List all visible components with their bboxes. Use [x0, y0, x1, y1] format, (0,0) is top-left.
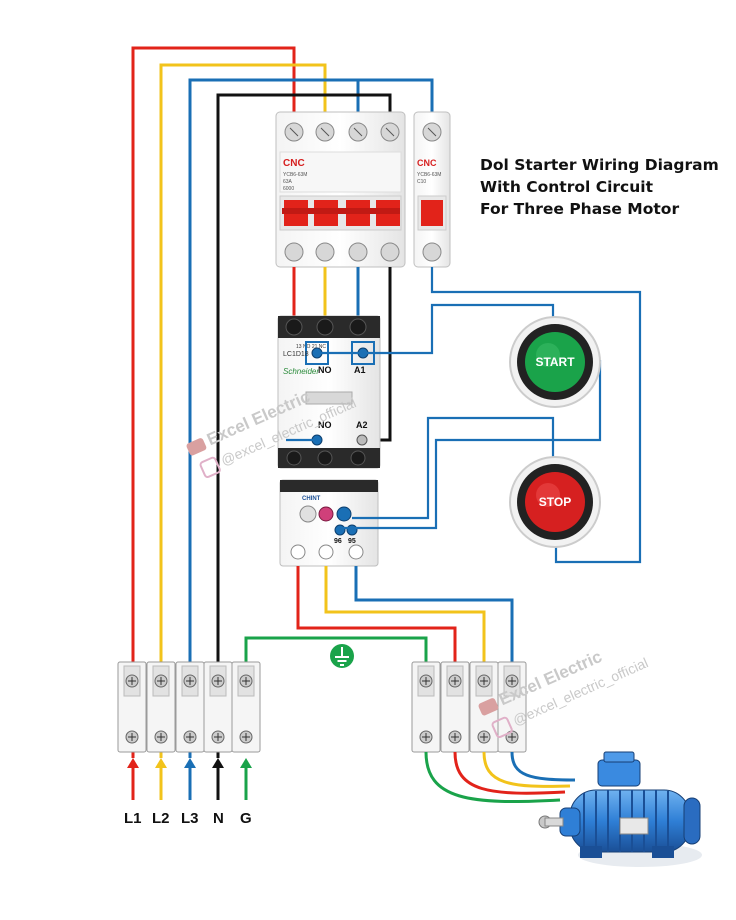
label-g: G [240, 810, 252, 827]
title-line-2: With Control Circuit [480, 178, 653, 196]
stop-button[interactable]: STOP [509, 456, 601, 548]
terminal-l3 [175, 661, 205, 753]
arrow-l1-icon [127, 758, 139, 800]
start-button[interactable]: START [509, 316, 601, 408]
motor-terminal-l1 [440, 661, 470, 753]
label-l2: L2 [152, 810, 170, 827]
contactor-model: LC1D18 [283, 351, 309, 358]
motor-terminal-block [411, 661, 527, 753]
motor-leads [424, 751, 576, 804]
wire-neutral [216, 93, 392, 758]
contactor-brand: Schneider [283, 367, 319, 376]
title-line-1: Dol Starter Wiring Diagram [480, 156, 719, 174]
mcb4p-rating: 63A [283, 179, 293, 185]
terminal-g [231, 661, 261, 753]
label-l1: L1 [124, 810, 142, 827]
mcb1p-brand: CNC [417, 158, 437, 168]
overload-relay: CHINT 96 95 [279, 479, 379, 567]
mcb4p-spec: 6000 [283, 186, 294, 192]
overload-t96: 96 [334, 538, 342, 545]
start-label: START [535, 355, 575, 369]
motor-icon [538, 751, 702, 867]
terminal-l2 [146, 661, 176, 753]
overload-brand: CHINT [302, 496, 321, 502]
label-l3: L3 [181, 810, 199, 827]
youtube-icon [477, 697, 500, 717]
arrow-g-icon [240, 758, 252, 800]
terminal-l1 [117, 661, 147, 753]
contactor-no-top: NO [318, 365, 332, 375]
terminal-n [203, 661, 233, 753]
wire-l3-to-mcb1p [356, 78, 434, 112]
contactor-a2: A2 [356, 420, 368, 430]
youtube-icon [185, 437, 208, 457]
contactor-no-bottom: NO [318, 420, 332, 430]
motor-terminal-l3 [497, 661, 527, 753]
title-line-3: For Three Phase Motor [480, 200, 680, 218]
mcb4p-model: YCB6-63M [283, 172, 307, 178]
wire-l2 [159, 63, 327, 758]
mcb1p-rating: C10 [417, 179, 426, 185]
mcb4p-bottom-screws [284, 242, 400, 262]
arrow-l2-icon [155, 758, 167, 800]
mcb-1-pole: CNC YCB6-63M C10 [413, 111, 451, 268]
supply-wires [131, 46, 434, 758]
mcb-4-pole: CNC YCB6-63M 63A 6000 [275, 111, 406, 268]
arrow-n-icon [212, 758, 224, 800]
motor-terminal-earth [411, 661, 441, 753]
mcb1p-model: YCB6-63M [417, 172, 441, 178]
supply-arrows [127, 758, 252, 800]
contactor-aux-labels: 13 NO 21 NC [296, 344, 326, 350]
stop-label: STOP [539, 495, 571, 509]
contactor-a1: A1 [354, 365, 366, 375]
label-n: N [213, 810, 224, 827]
mcb4p-top-screws [284, 122, 400, 142]
arrow-l3-icon [184, 758, 196, 800]
overload-t95: 95 [348, 538, 356, 545]
mcb4p-brand: CNC [283, 158, 305, 169]
earth-icon [330, 644, 354, 668]
motor-feed-wires [244, 566, 514, 668]
supply-terminal-block [117, 661, 261, 753]
